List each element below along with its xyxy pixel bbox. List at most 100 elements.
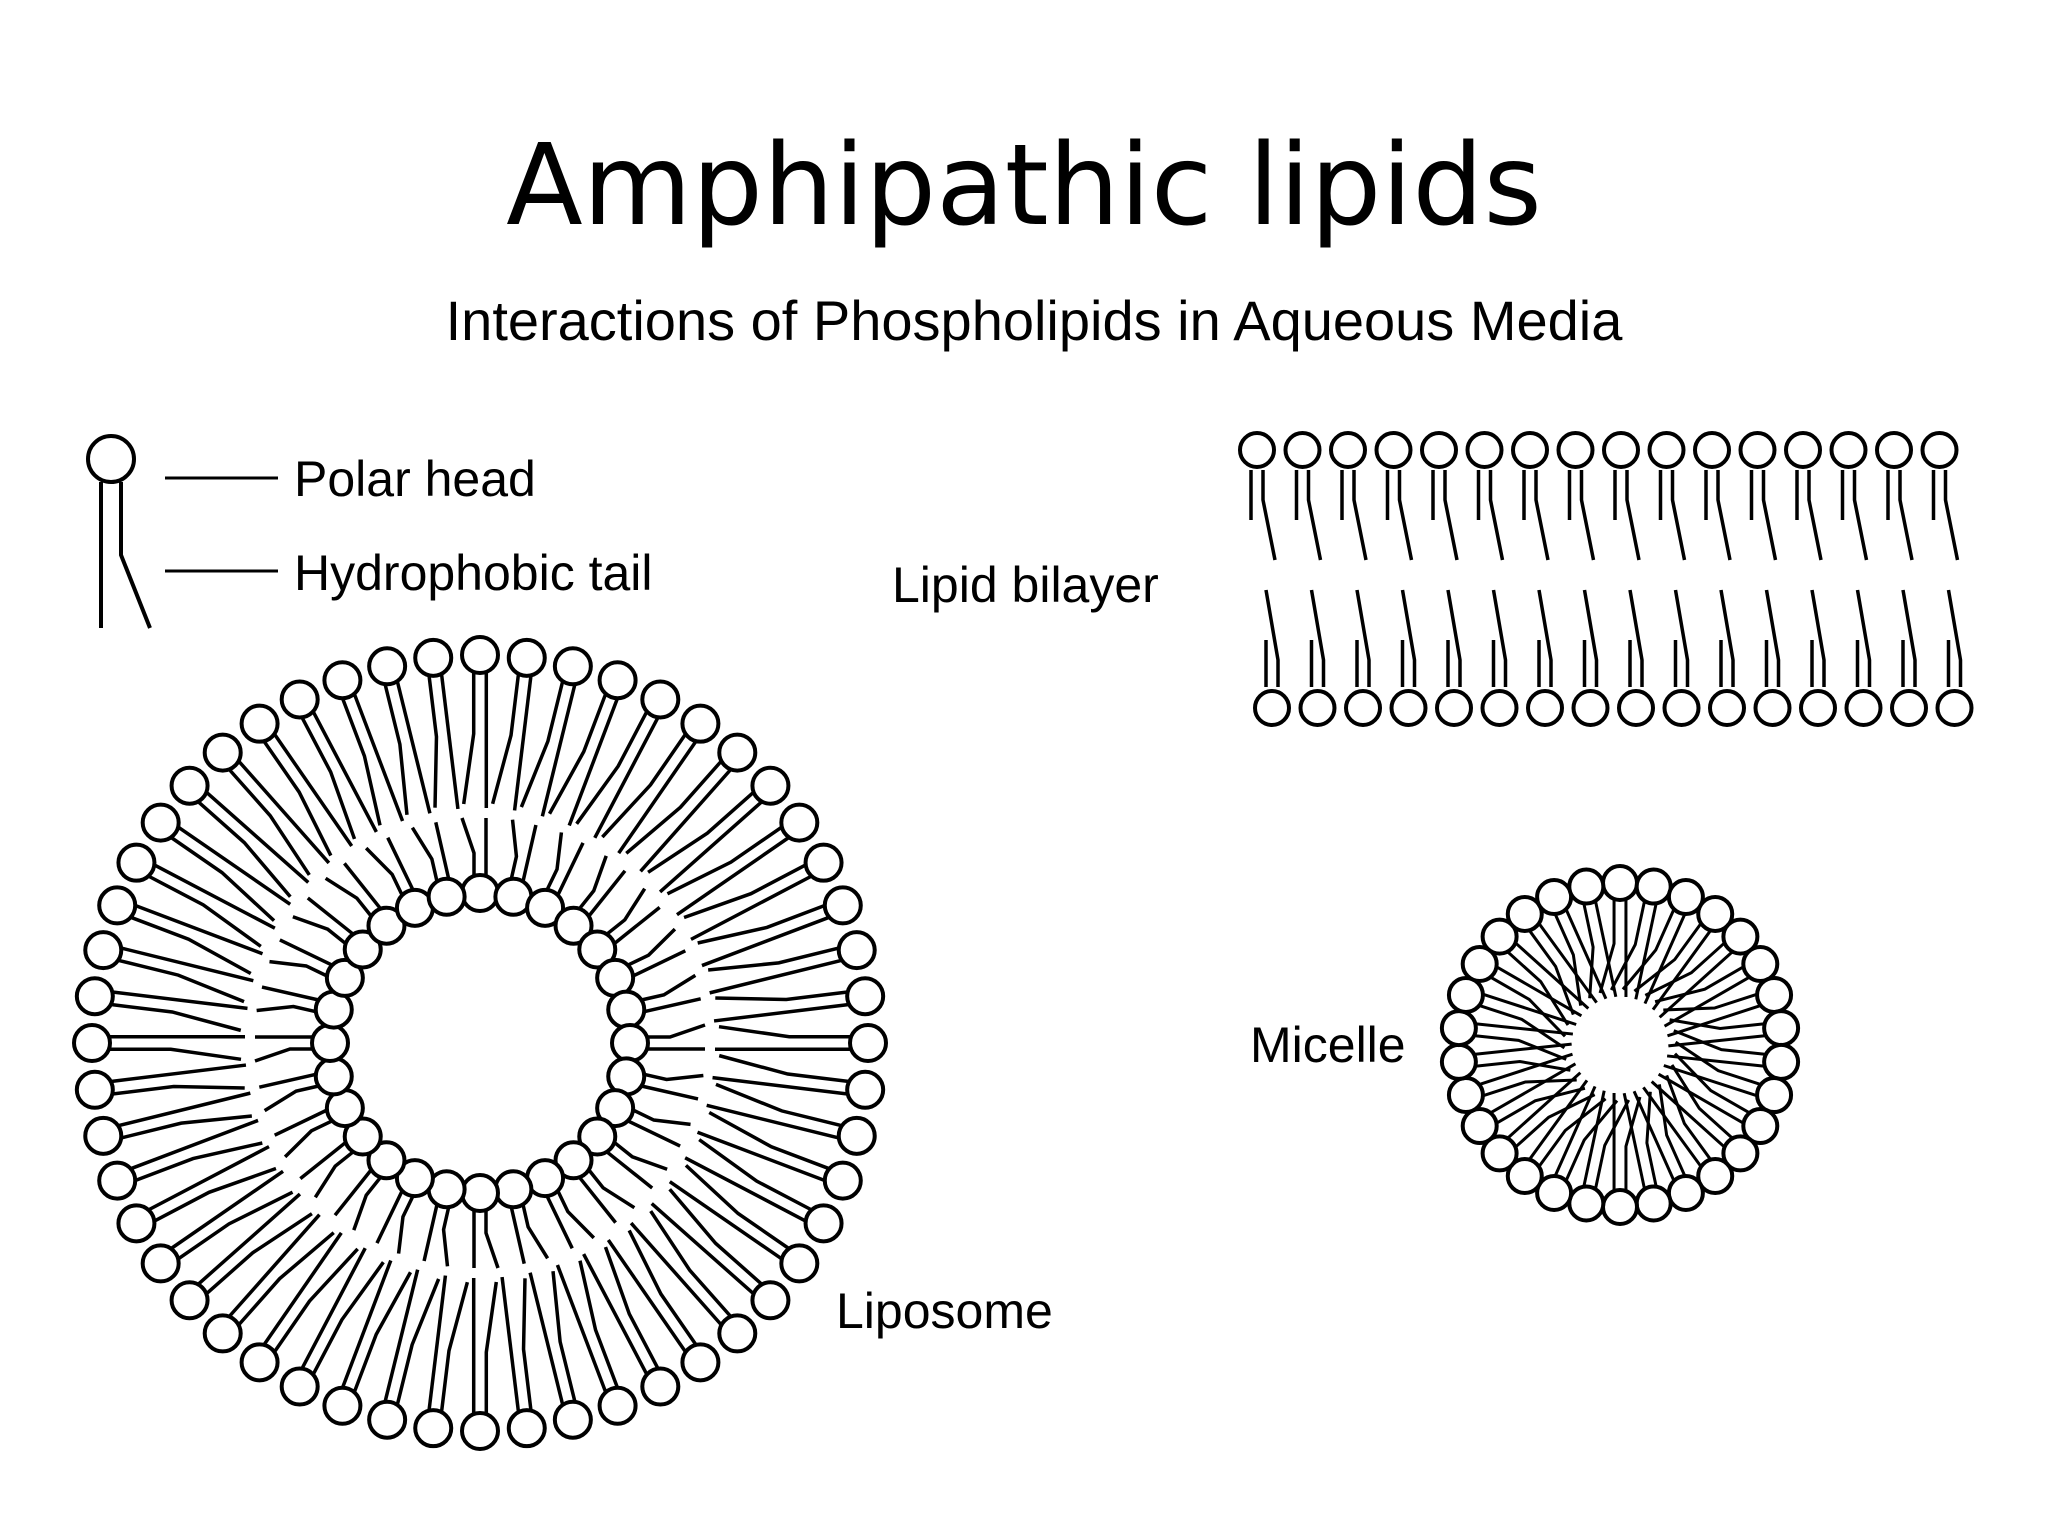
polar-head bbox=[836, 930, 877, 971]
micelle-phospholipid bbox=[1598, 864, 1639, 997]
tail-line bbox=[395, 681, 432, 814]
polar-head bbox=[1480, 917, 1519, 956]
tail-line bbox=[1609, 901, 1646, 991]
polar-head bbox=[1741, 945, 1780, 983]
tail-line bbox=[148, 875, 262, 948]
tail-line bbox=[666, 826, 782, 896]
polar-head bbox=[606, 989, 647, 1030]
tail-line bbox=[707, 946, 839, 972]
tail-line bbox=[567, 698, 619, 827]
micelle-phospholipid bbox=[1601, 1093, 1642, 1226]
polar-head bbox=[460, 873, 500, 913]
polar-head bbox=[83, 1115, 124, 1156]
liposome-inner-phospholipid bbox=[553, 1140, 636, 1224]
tail-line bbox=[1483, 993, 1577, 1026]
tail-line bbox=[668, 1180, 782, 1260]
liposome-outer-phospholipid bbox=[140, 1169, 294, 1284]
bilayer-bottom-phospholipid bbox=[1253, 589, 1291, 727]
polar-head bbox=[1567, 867, 1606, 906]
polar-head bbox=[680, 703, 721, 744]
polar-head bbox=[1420, 431, 1458, 469]
tail-line bbox=[1582, 904, 1595, 999]
polar-head bbox=[1634, 1184, 1673, 1223]
bilayer-top-phospholipid bbox=[1647, 431, 1687, 561]
polar-head bbox=[1721, 1134, 1760, 1173]
polar-head bbox=[552, 646, 593, 687]
tail-line bbox=[649, 1210, 732, 1317]
tail-line bbox=[1654, 966, 1744, 1004]
tail-line bbox=[197, 1192, 302, 1285]
tail-line bbox=[519, 681, 565, 808]
bilayer-top-phospholipid bbox=[1420, 431, 1459, 561]
tail-line bbox=[555, 1264, 607, 1392]
liposome bbox=[72, 635, 888, 1451]
tail-line bbox=[658, 801, 763, 894]
tail-line bbox=[639, 769, 732, 873]
tail-line bbox=[1397, 470, 1414, 561]
tail-line bbox=[1673, 589, 1690, 687]
polar-head bbox=[1738, 431, 1777, 469]
polar-head bbox=[279, 1366, 320, 1407]
polar-head bbox=[779, 1243, 820, 1284]
liposome-outer-phospholipid bbox=[116, 842, 276, 948]
liposome-inner-phospholipid bbox=[577, 887, 661, 970]
bilayer-top-phospholipid bbox=[1875, 431, 1914, 561]
liposome-outer-phospholipid bbox=[239, 1231, 359, 1383]
tail-line bbox=[178, 826, 292, 906]
tail-line bbox=[1496, 966, 1583, 1018]
polar-head bbox=[97, 1160, 138, 1201]
polar-head bbox=[202, 732, 243, 773]
polar-head bbox=[1374, 431, 1413, 469]
polar-head bbox=[367, 646, 408, 687]
tail-line bbox=[135, 1141, 263, 1182]
liposome-inner-phospholipid bbox=[333, 1140, 407, 1231]
tail-line bbox=[1490, 976, 1567, 1038]
tail-line bbox=[684, 1156, 806, 1223]
liposome-outer-phospholipid bbox=[575, 679, 681, 839]
polar-head bbox=[1460, 945, 1499, 983]
liposome-outer-phospholipid bbox=[97, 885, 264, 976]
polar-head bbox=[1567, 1184, 1606, 1223]
tail-line bbox=[111, 1063, 247, 1084]
bilayer-bottom-phospholipid bbox=[1617, 589, 1655, 727]
tail-line bbox=[1554, 1085, 1597, 1176]
polar-head bbox=[74, 1069, 115, 1110]
tail-line bbox=[715, 990, 847, 1002]
tail-line bbox=[696, 1130, 825, 1182]
tail-line bbox=[697, 904, 825, 945]
micelle-phospholipid bbox=[1446, 975, 1577, 1050]
bilayer-bottom-phospholipid bbox=[1799, 589, 1837, 727]
liposome-outer-phospholipid bbox=[322, 1259, 413, 1426]
tail-line bbox=[1657, 1072, 1744, 1124]
polar-head bbox=[1875, 431, 1913, 469]
tail-line bbox=[343, 862, 382, 910]
bilayer-top-phospholipid bbox=[1329, 431, 1368, 561]
tail-line bbox=[1669, 1018, 1764, 1031]
tail-line bbox=[509, 819, 519, 879]
polar-head bbox=[239, 1342, 280, 1383]
tail-line bbox=[1582, 589, 1599, 687]
polar-head bbox=[1935, 689, 1974, 727]
tail-line bbox=[118, 958, 245, 1004]
polar-head bbox=[822, 1160, 863, 1201]
tail-line bbox=[1475, 1034, 1567, 1061]
liposome-outer-phospholipid bbox=[490, 637, 547, 811]
tail-line bbox=[1582, 1090, 1606, 1186]
tail-line bbox=[627, 1229, 697, 1345]
tail-line bbox=[706, 1103, 839, 1140]
tail-line bbox=[299, 1141, 347, 1180]
tail-line bbox=[1579, 470, 1596, 561]
polar-head bbox=[1571, 689, 1610, 727]
tail-line bbox=[521, 824, 538, 881]
tail-line bbox=[131, 916, 252, 976]
tail-line bbox=[121, 946, 254, 983]
polar-head bbox=[460, 1411, 500, 1451]
polar-head bbox=[116, 1203, 157, 1244]
tail-line bbox=[1534, 470, 1550, 561]
bilayer-bottom-phospholipid bbox=[1298, 589, 1337, 727]
tail-line bbox=[333, 1169, 372, 1217]
tail-line bbox=[353, 1271, 413, 1392]
liposome-outer-phospholipid bbox=[715, 1023, 888, 1063]
polar-head bbox=[506, 1408, 547, 1449]
tail-line bbox=[1352, 470, 1368, 561]
